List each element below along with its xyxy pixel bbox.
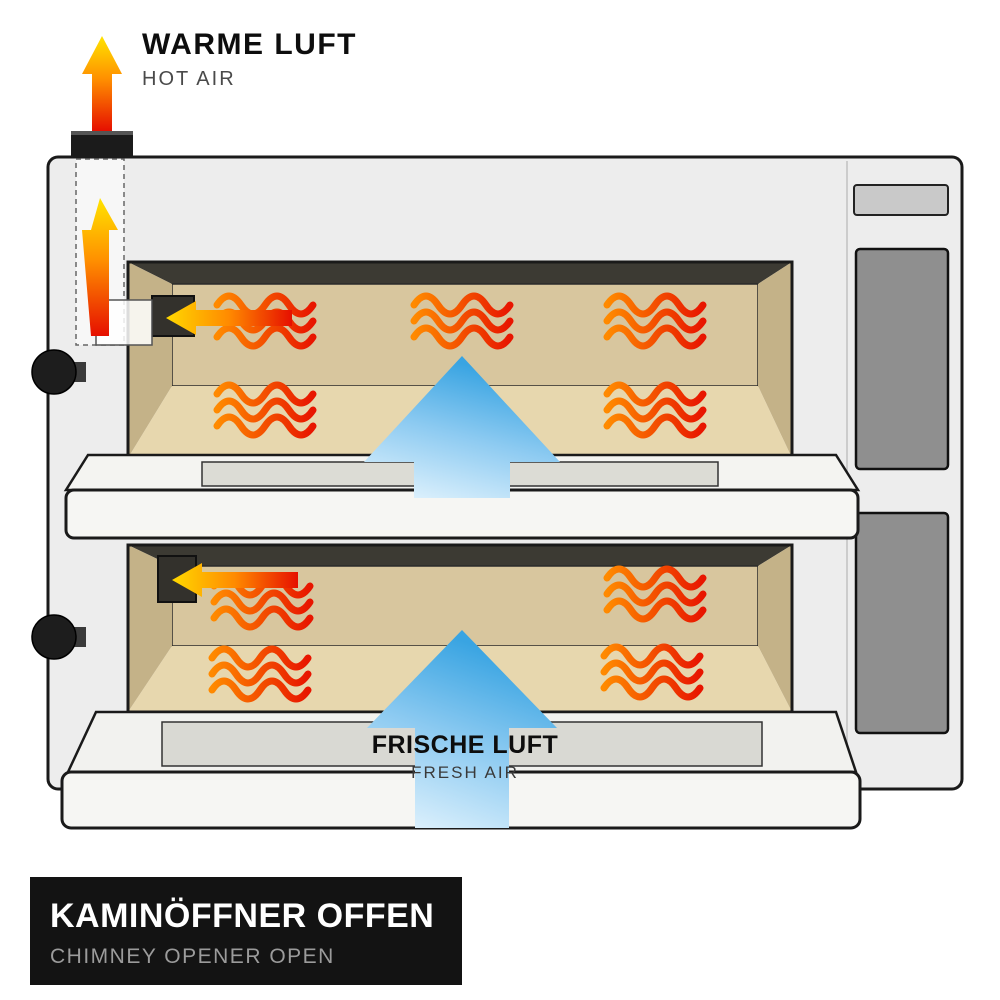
- caption-banner: KAMINÖFFNER OFFEN CHIMNEY OPENER OPEN: [30, 877, 462, 985]
- banner-title: KAMINÖFFNER OFFEN: [50, 897, 435, 935]
- control-display: [853, 184, 949, 216]
- vent-exhaust-arrow-icon: [166, 301, 292, 335]
- hot-air-label-block: WARME LUFT HOT AIR: [142, 28, 357, 91]
- upper-chamber-ceiling: [128, 262, 792, 284]
- door-knob-lower: [31, 614, 86, 660]
- knob-icon: [31, 614, 77, 660]
- fresh-air-label: FRISCHE LUFT: [371, 731, 559, 759]
- hot-air-arrow-icon: [82, 198, 118, 336]
- hot-air-arrow-icon: [82, 36, 122, 131]
- door-knob-upper: [31, 349, 86, 395]
- fresh-air-label-block: FRISCHE LUFT FRESH AIR: [262, 731, 668, 783]
- fresh-air-sublabel: FRESH AIR: [411, 763, 519, 782]
- fresh-air-arrow-icon: [367, 630, 557, 828]
- lower-chamber: [126, 543, 794, 714]
- upper-chamber-right-wall: [758, 262, 792, 458]
- banner-subtitle: CHIMNEY OPENER OPEN: [50, 945, 335, 968]
- hot-air-label: WARME LUFT: [142, 28, 357, 61]
- control-panel-upper: [854, 247, 950, 471]
- knob-icon: [31, 349, 77, 395]
- chimney-cap: [71, 135, 133, 158]
- vent-exhaust-arrow-icon: [172, 563, 298, 597]
- hot-air-sublabel: HOT AIR: [142, 68, 236, 90]
- control-panel-lower: [854, 511, 950, 735]
- lower-chamber-right-wall: [758, 545, 792, 712]
- fresh-air-arrow-icon: [364, 356, 560, 498]
- lower-chamber-ceiling: [128, 545, 792, 566]
- chimney: [71, 36, 153, 346]
